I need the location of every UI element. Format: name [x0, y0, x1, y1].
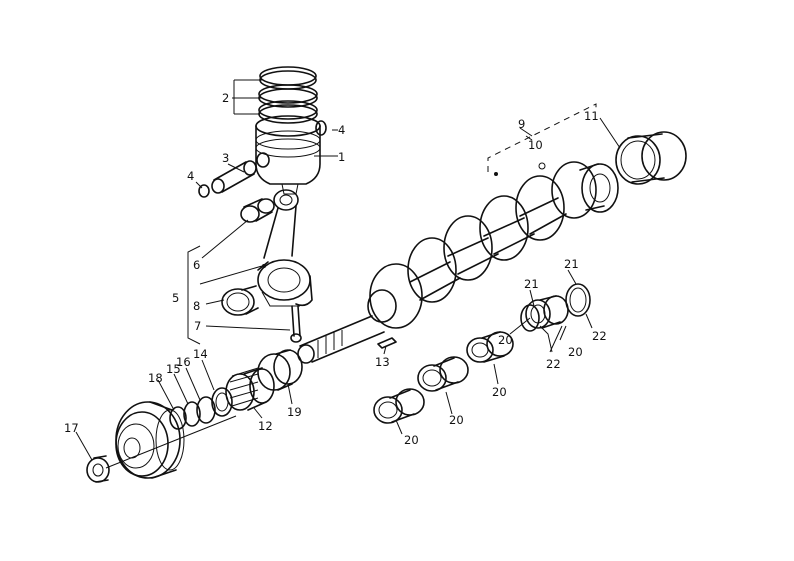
callout-11: 11: [584, 109, 599, 123]
crankshaft-assembly-bracket: [487, 103, 597, 176]
callout-15: 15: [166, 362, 181, 376]
rear-seal-ring: [615, 131, 687, 185]
callout-4-right: 4: [338, 123, 345, 137]
callout-13: 13: [375, 355, 390, 369]
callout-7: 7: [194, 319, 201, 333]
piston-pin: [211, 160, 257, 194]
callout-8: 8: [193, 299, 200, 313]
pulley-nut: [86, 455, 110, 483]
thrust-washer-front: [520, 304, 540, 332]
callout-20-c: 20: [492, 385, 507, 399]
callout-20-d: 20: [498, 333, 513, 347]
callout-21-a: 21: [564, 257, 579, 271]
thrust-washer-rear: [565, 283, 591, 317]
collar-inner: [215, 392, 229, 412]
snap-ring-right: [315, 120, 327, 136]
callout-2: 2: [222, 91, 229, 105]
thrust-washer-rear-inner: [569, 287, 587, 313]
callout-19: 19: [287, 405, 302, 419]
callout-3: 3: [222, 151, 229, 165]
callout-10: 10: [528, 138, 543, 152]
small-end-bushing: [240, 198, 275, 223]
callout-9: 9: [518, 117, 525, 131]
callout-20-e: 20: [568, 345, 583, 359]
leader-lines: [75, 79, 621, 461]
callout-20-a: 20: [404, 433, 419, 447]
main-bearing-1: [373, 388, 425, 424]
callout-12: 12: [258, 419, 273, 433]
big-end-bearing: [221, 285, 259, 316]
callout-16: 16: [176, 355, 191, 369]
callout-21-b: 21: [524, 277, 539, 291]
main-bearing-2: [417, 356, 469, 392]
crankshaft-pulley: [115, 401, 185, 479]
main-bearing-3: [466, 331, 514, 363]
spacer: [183, 401, 201, 427]
callout-20-b: 20: [449, 413, 464, 427]
callout-4-left: 4: [187, 169, 194, 183]
oil-slinger: [196, 396, 216, 424]
callout-17: 17: [64, 421, 79, 435]
woodruff-key: [377, 337, 397, 349]
callout-1: 1: [338, 150, 345, 164]
piston-rings: [258, 66, 318, 124]
callout-14: 14: [193, 347, 208, 361]
pulley-axis-line: [105, 415, 237, 469]
timing-gear: [225, 367, 275, 411]
callout-numbers: 1 2 3 4 4 5 6 7 8 9 10 11 12 13 14 15 16…: [64, 91, 607, 447]
crankshaft: [297, 161, 619, 364]
rod-assembly-bracket: [187, 245, 201, 345]
callout-6: 6: [193, 258, 200, 272]
callout-22-b: 22: [546, 357, 561, 371]
callout-5: 5: [172, 291, 179, 305]
snap-ring-left: [198, 184, 210, 198]
collar: [211, 387, 233, 417]
connecting-rod: [257, 189, 313, 307]
callout-22-a: 22: [592, 329, 607, 343]
piston: [255, 115, 321, 195]
callout-18: 18: [148, 371, 163, 385]
rod-bolt: [290, 305, 302, 343]
